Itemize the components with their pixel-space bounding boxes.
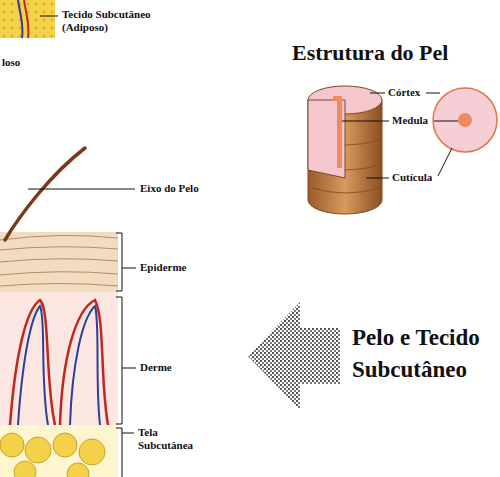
part-label: Córtex <box>388 86 420 99</box>
diagram-title: Estrutura do Pel <box>292 40 448 66</box>
tissue-label: Tecido Subcutâneo (Adiposo) <box>62 8 172 34</box>
layer-label: Tela Subcutânea <box>138 426 208 452</box>
layer-label: Derme <box>140 361 172 374</box>
brackets <box>116 233 136 477</box>
layer-label: Epiderme <box>140 261 186 274</box>
part-label: Cutícula <box>392 171 432 184</box>
part-label: Eixo do Pelo <box>140 182 199 195</box>
section-heading: Pelo e Tecido Subcutâneo <box>352 322 487 386</box>
adipose-tissue <box>0 0 58 38</box>
skin-section <box>0 148 135 477</box>
hair-cylinder <box>308 86 382 214</box>
hair-cross-section <box>433 88 497 152</box>
hatched-arrow <box>248 302 340 410</box>
cropped-label: loso <box>2 56 20 69</box>
part-label: Medula <box>392 114 428 127</box>
leader-lines <box>342 93 458 178</box>
